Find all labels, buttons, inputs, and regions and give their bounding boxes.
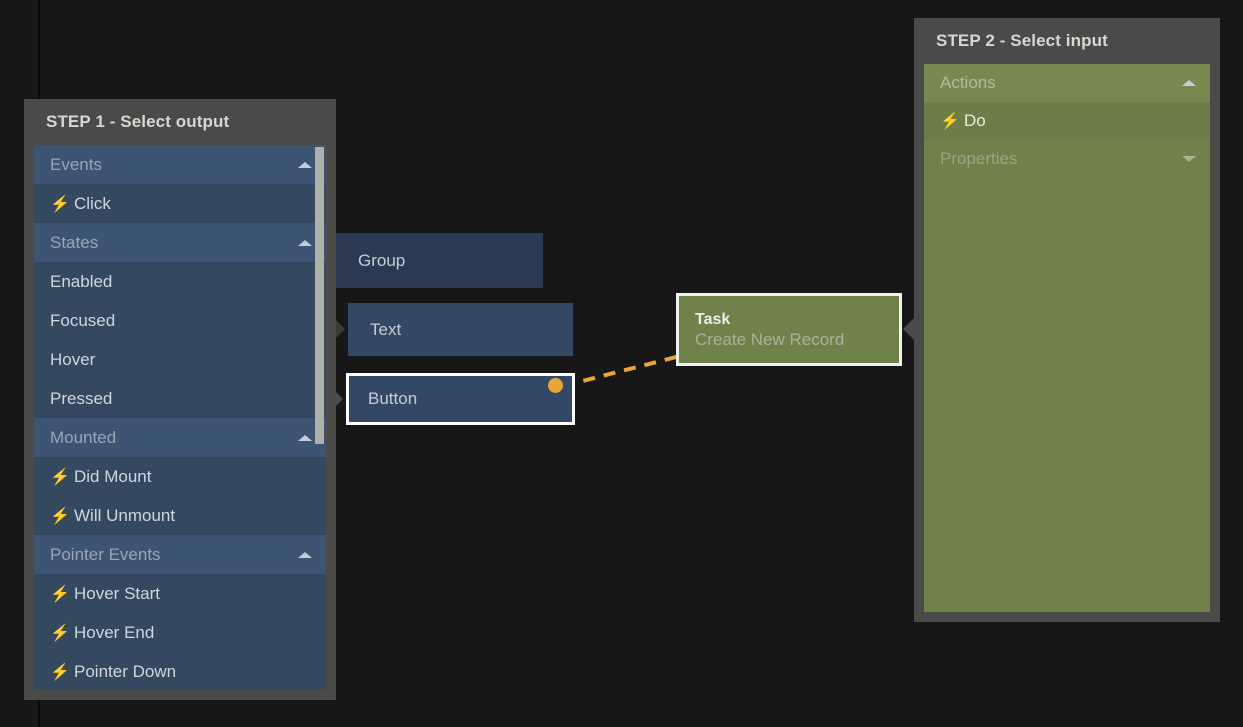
- list-row-label: Do: [964, 111, 986, 130]
- step1-scrollbar[interactable]: [315, 147, 324, 444]
- node-task-sublabel: Create New Record: [695, 329, 845, 349]
- list-row-content: Pressed: [50, 389, 112, 409]
- list-row-label: Hover: [50, 349, 96, 369]
- list-row-content: ⚡Click: [50, 194, 111, 214]
- node-text[interactable]: Text: [348, 303, 573, 356]
- list-item[interactable]: Focused: [34, 301, 326, 340]
- list-row-content: Pointer Events: [50, 545, 161, 565]
- list-row-content: Focused: [50, 311, 115, 331]
- list-row-label: Hover Start: [74, 583, 160, 603]
- list-group-header[interactable]: Actions: [924, 64, 1210, 102]
- node-task-label: Task: [695, 310, 731, 328]
- bolt-icon: ⚡: [940, 113, 960, 130]
- list-row-content: States: [50, 233, 98, 253]
- list-row-label: Pressed: [50, 388, 113, 408]
- node-group-label: Group: [358, 250, 406, 270]
- list-row-content: Enabled: [50, 272, 112, 292]
- list-row-label: Events: [50, 154, 102, 174]
- chevron-up-icon[interactable]: [298, 551, 312, 558]
- list-group-header[interactable]: Properties: [924, 140, 1210, 178]
- list-group-header[interactable]: Events: [34, 145, 326, 184]
- chevron-up-icon[interactable]: [298, 239, 312, 246]
- list-item[interactable]: Enabled: [34, 262, 326, 301]
- step1-title: STEP 1 - Select output: [46, 112, 230, 131]
- step2-title: STEP 2 - Select input: [936, 31, 1108, 50]
- list-group-header[interactable]: Pointer Events: [34, 535, 326, 574]
- list-row-label: Properties: [940, 149, 1018, 168]
- list-row-content: Mounted: [50, 428, 116, 448]
- bolt-icon: ⚡: [50, 663, 70, 681]
- list-item[interactable]: Hover: [34, 340, 326, 379]
- list-row-content: ⚡Do: [940, 111, 986, 131]
- chevron-down-icon[interactable]: [1182, 156, 1196, 162]
- list-row-content: ⚡Hover Start: [50, 584, 160, 604]
- chevron-up-icon[interactable]: [1182, 80, 1196, 86]
- list-row-content: Actions: [940, 73, 996, 93]
- list-row-label: Focused: [50, 310, 116, 330]
- list-row-content: Properties: [940, 149, 1017, 169]
- bolt-icon: ⚡: [50, 624, 70, 642]
- node-text-label: Text: [370, 319, 402, 339]
- list-row-label: Enabled: [50, 271, 113, 291]
- list-row-label: Actions: [940, 73, 996, 92]
- list-row-label: Did Mount: [74, 466, 152, 486]
- bolt-icon: ⚡: [50, 195, 70, 213]
- chevron-up-icon[interactable]: [298, 434, 312, 441]
- list-item[interactable]: ⚡Click: [34, 184, 326, 223]
- list-row-label: Hover End: [74, 622, 155, 642]
- list-row-content: Events: [50, 155, 102, 175]
- list-group-header[interactable]: Mounted: [34, 418, 326, 457]
- list-row-label: Pointer Down: [74, 661, 177, 681]
- list-item[interactable]: Pressed: [34, 379, 326, 418]
- list-row-label: States: [50, 232, 99, 252]
- list-item[interactable]: ⚡Hover Start: [34, 574, 326, 613]
- list-row-content: ⚡Pointer Down: [50, 662, 176, 682]
- list-item[interactable]: ⚡Pointer Down: [34, 652, 326, 690]
- list-row-content: ⚡Did Mount: [50, 467, 151, 487]
- node-button-label: Button: [368, 389, 418, 408]
- list-item[interactable]: ⚡Hover End: [34, 613, 326, 652]
- node-button[interactable]: Button: [346, 373, 575, 425]
- list-row-label: Mounted: [50, 427, 117, 447]
- node-task[interactable]: Task Create New Record: [676, 293, 902, 366]
- list-row-content: Hover: [50, 350, 95, 370]
- list-row-label: Click: [74, 193, 111, 213]
- list-row-content: ⚡Hover End: [50, 623, 154, 643]
- list-item[interactable]: ⚡Will Unmount: [34, 496, 326, 535]
- list-row-label: Will Unmount: [74, 505, 176, 525]
- list-group-header[interactable]: States: [34, 223, 326, 262]
- node-task-output-arrow-icon: [903, 316, 916, 342]
- list-row-label: Pointer Events: [50, 544, 161, 564]
- bolt-icon: ⚡: [50, 468, 70, 486]
- list-row-content: ⚡Will Unmount: [50, 506, 175, 526]
- list-item[interactable]: ⚡Did Mount: [34, 457, 326, 496]
- bolt-icon: ⚡: [50, 507, 70, 525]
- chevron-up-icon[interactable]: [298, 161, 312, 168]
- list-item[interactable]: ⚡Do: [924, 102, 1210, 140]
- bolt-icon: ⚡: [50, 585, 70, 603]
- node-group[interactable]: Group: [336, 233, 543, 288]
- node-button-output-port[interactable]: [548, 378, 563, 393]
